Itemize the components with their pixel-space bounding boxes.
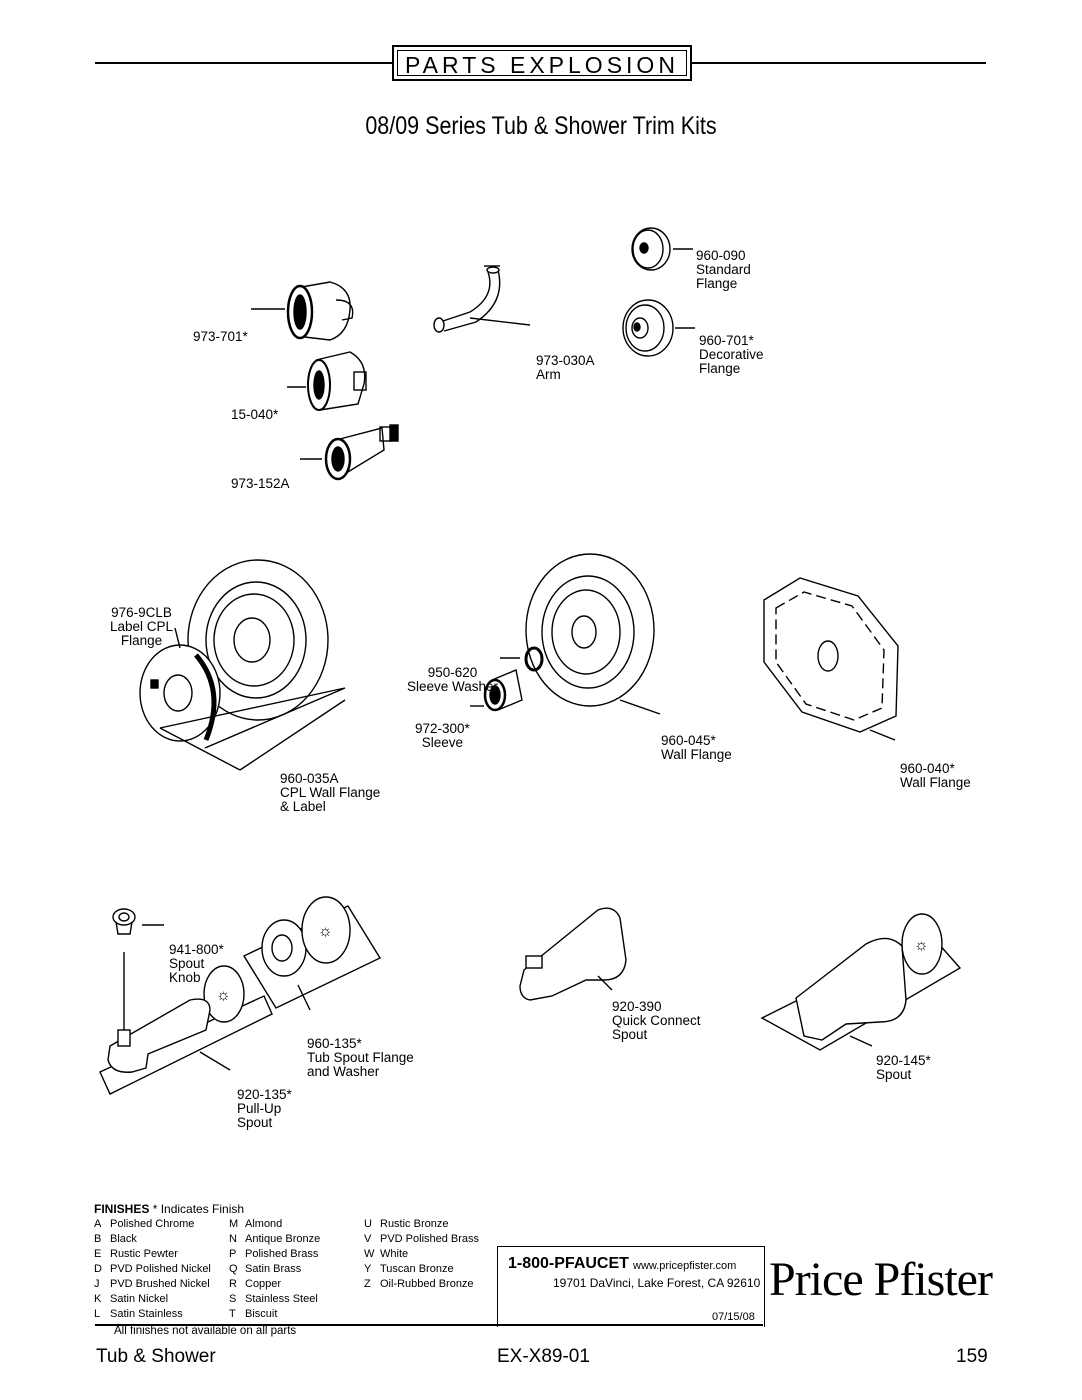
part-label-973-152a: 973-152A <box>231 476 290 491</box>
part-label-972-300: 972-300*Sleeve <box>415 721 470 750</box>
footer-doc-code: EX-X89-01 <box>497 1346 590 1367</box>
wall-flange-960-045-drawing <box>525 553 661 715</box>
cpl-wall-flange-drawing <box>139 559 346 771</box>
pull-up-spout-drawing: ☼ <box>99 965 273 1095</box>
part-label-941-800: 941-800*Spout Knob <box>169 942 224 985</box>
showerhead-15-040-drawing <box>287 351 367 411</box>
quick-connect-spout-drawing <box>519 907 627 1001</box>
header-rule-left <box>95 62 392 64</box>
section-title-box: PARTS EXPLOSION <box>392 45 692 81</box>
standard-flange-drawing <box>631 227 693 271</box>
part-label-960-045: 960-045*Wall Flange <box>661 733 732 762</box>
contact-box <box>497 1246 765 1327</box>
finishes-note: All finishes not available on all parts <box>114 1325 297 1337</box>
sleeve-drawing <box>470 669 523 712</box>
svg-text:☼: ☼ <box>216 987 231 1004</box>
wall-flange-960-040-drawing <box>763 577 899 741</box>
svg-text:☼: ☼ <box>318 923 333 940</box>
part-label-920-135: 920-135*Pull-Up Spout <box>237 1087 292 1130</box>
part-label-920-145: 920-145*Spout <box>876 1053 931 1082</box>
header-rule-right <box>692 62 986 64</box>
shower-arm-drawing <box>433 265 531 333</box>
spout-920-145-drawing: ☼ <box>760 913 962 1051</box>
part-label-960-701: 960-701*Decorative Flange <box>699 333 764 376</box>
tub-spout-flange-drawing: ☼ <box>242 896 382 1011</box>
decorative-flange-drawing <box>622 299 695 357</box>
part-label-973-701: 973-701* <box>193 329 248 344</box>
sleeve-washer-drawing <box>500 646 544 672</box>
finishes-heading: FINISHES * Indicates Finish <box>94 1202 245 1216</box>
showerhead-973-701-drawing <box>251 281 354 341</box>
footer-rule <box>95 1324 763 1326</box>
address: 19701 DaVinci, Lake Forest, CA 92610 <box>553 1276 761 1290</box>
section-title: PARTS EXPLOSION <box>405 52 679 78</box>
svg-text:☼: ☼ <box>914 937 929 954</box>
part-label-960-135: 960-135*Tub Spout Flange and Washer <box>307 1036 414 1079</box>
part-label-960-040: 960-040*Wall Flange <box>900 761 971 790</box>
website-link[interactable]: www.pricepfister.com <box>633 1260 737 1272</box>
price-pfister-logo: Price Pfister <box>769 1253 993 1306</box>
page-title: 08/09 Series Tub & Shower Trim Kits <box>365 112 717 140</box>
part-label-15-040: 15-040* <box>231 407 279 422</box>
phone-number: 1-800-PFAUCET <box>508 1255 629 1272</box>
spout-knob-drawing <box>112 908 164 1030</box>
revision-date: 07/15/08 <box>712 1311 755 1323</box>
footer-section: Tub & Shower <box>96 1346 216 1367</box>
page-number: 159 <box>956 1346 988 1367</box>
showerhead-973-152a-drawing <box>300 424 399 481</box>
